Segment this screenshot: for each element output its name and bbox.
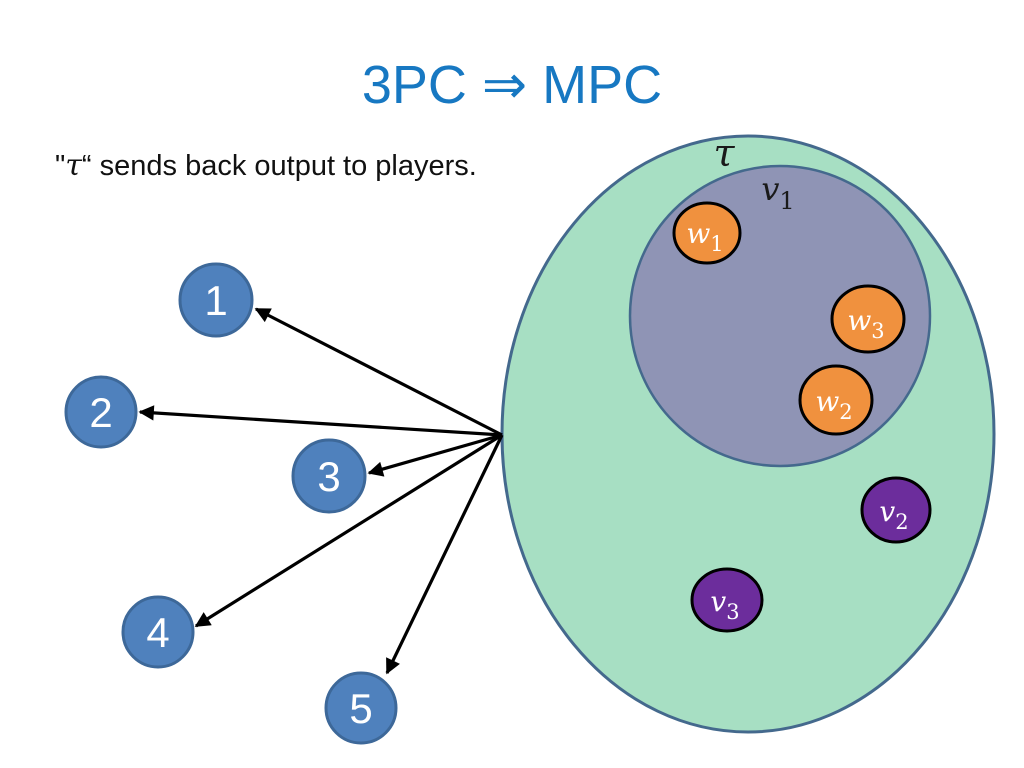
- player-3-label: 3: [317, 453, 340, 500]
- subtitle-tau-symbol: τ: [65, 148, 82, 183]
- node-w3-label: w3: [847, 304, 884, 343]
- subtitle: "τ“ sends back output to players.: [55, 148, 477, 184]
- player-4-circle: [121, 595, 195, 669]
- player-5-label: 5: [349, 685, 372, 732]
- player-1-circle: [178, 262, 254, 338]
- outer-set-label-tau: τ: [713, 131, 735, 175]
- work-nodes: w1 w3 w2: [672, 201, 906, 436]
- player-3-circle: [291, 438, 367, 514]
- player-1-label: 1: [204, 277, 227, 324]
- player-2-circle: [64, 375, 138, 449]
- inner-set-label-v1: v1: [761, 170, 794, 215]
- arrow-to-player-2: [138, 405, 503, 437]
- arrow-to-player-3: [367, 433, 503, 477]
- node-v3: [690, 567, 764, 633]
- node-w3: [830, 284, 906, 354]
- arrow-to-player-4: [194, 433, 503, 628]
- subtitle-open-quote: ": [55, 150, 66, 182]
- node-w2-label: w2: [815, 385, 852, 424]
- arrow-to-player-1: [254, 307, 503, 437]
- player-4-label: 4: [146, 609, 169, 656]
- subtitle-text: “ sends back output to players.: [81, 150, 477, 182]
- player-5-circle: [324, 671, 398, 745]
- node-w2: [798, 364, 874, 436]
- node-v2: [860, 476, 932, 544]
- node-w1-label: w1: [686, 217, 723, 256]
- player-2-label: 2: [89, 389, 112, 436]
- arrow-to-player-5: [385, 434, 504, 675]
- node-v2-label: v2: [879, 495, 908, 534]
- player-nodes: 1 2 3 4 5: [64, 262, 398, 745]
- node-v3-label: v3: [710, 585, 739, 624]
- node-w1: [672, 201, 742, 265]
- virtual-nodes: v2 v3: [690, 476, 932, 633]
- output-arrows: [138, 307, 504, 675]
- page-title: 3PC ⇒ MPC: [361, 55, 663, 115]
